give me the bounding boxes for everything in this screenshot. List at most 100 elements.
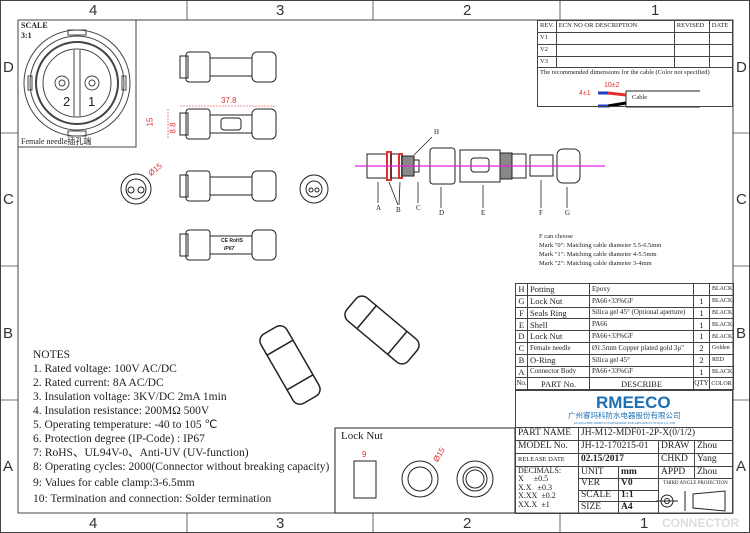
exploded-view bbox=[355, 136, 605, 208]
parts-cell-part: Lock Nut bbox=[527, 330, 590, 343]
parts-cell-part: Female needle bbox=[527, 341, 590, 355]
part-label-d: D bbox=[439, 209, 445, 217]
note-item: 1. Rated voltage: 100V AC/DC bbox=[33, 363, 177, 375]
parts-cell-part: Connector Body bbox=[527, 365, 590, 379]
column-label: 4 bbox=[89, 515, 98, 532]
decimals-line: X ±0.5 bbox=[518, 474, 549, 484]
company-name-en: GUANGZHOU RMEECO WATERPROOF AND APPLIANC… bbox=[574, 421, 676, 425]
parts-cell-part: Shell bbox=[527, 318, 590, 332]
parts-cell-no: F bbox=[515, 306, 528, 320]
note-item: 6. Protection degree (IP-Code) : IP67 bbox=[33, 433, 205, 445]
size-label: SIZE bbox=[578, 501, 619, 515]
parts-cell-color: BLACK bbox=[709, 294, 734, 308]
parts-cell-color: Golden bbox=[709, 341, 734, 355]
column-label: 4 bbox=[89, 2, 98, 19]
unit-value: mm bbox=[618, 466, 659, 479]
part-name-value: JH-M12-MDF01-2P-X(0/1/2) bbox=[578, 427, 733, 441]
parts-cell-qty: 1 bbox=[693, 294, 710, 308]
parts-cell-no: A bbox=[515, 365, 528, 379]
parts-cell-qty: 1 bbox=[693, 330, 710, 343]
watermark: CONNECTOR bbox=[662, 516, 740, 530]
part-label-a: A bbox=[376, 204, 382, 212]
scale-value: 1:1 bbox=[618, 489, 659, 503]
row-label: C bbox=[3, 191, 14, 208]
column-label: 2 bbox=[463, 515, 472, 532]
parts-cell-color: RED bbox=[709, 353, 734, 367]
parts-cell-qty: 2 bbox=[693, 353, 710, 367]
parts-cell-desc: PA66+33%GF bbox=[589, 330, 694, 343]
parts-cell-part: Potting bbox=[527, 283, 590, 296]
rev-row: V1 bbox=[537, 32, 557, 45]
row-label: C bbox=[736, 191, 747, 208]
company-logo-block: RMEECO 广州睿玛科防水电器股份有限公司 GUANGZHOU RMEECO … bbox=[515, 390, 733, 428]
cable-label: Cable bbox=[632, 94, 648, 101]
size-value: A4 bbox=[618, 501, 659, 515]
note-item: 8: Operating cycles: 2000(Connector with… bbox=[33, 461, 330, 473]
diameter-dimension: 15 bbox=[145, 117, 155, 127]
parts-cell-no: C bbox=[515, 341, 528, 355]
draw-value: Zhou bbox=[694, 440, 733, 454]
projection-label: THIRD ANGLE PROJECTION bbox=[658, 477, 733, 515]
parts-cell-no: G bbox=[515, 294, 528, 308]
column-label: 1 bbox=[640, 515, 649, 532]
parts-cell-qty bbox=[693, 283, 710, 296]
parts-cell-qty: 1 bbox=[693, 318, 710, 332]
model-value: JH-12-170215-01 bbox=[578, 440, 659, 454]
parts-cell-qty: 1 bbox=[693, 306, 710, 320]
row-label: D bbox=[736, 59, 747, 76]
parts-cell-desc: PA66 bbox=[589, 318, 694, 332]
scale-value: 3:1 bbox=[21, 31, 32, 40]
parts-cell-part: O-Ring bbox=[527, 353, 590, 367]
column-label: 2 bbox=[463, 2, 472, 19]
lock-nut-title: Lock Nut bbox=[341, 430, 383, 442]
part-label-g: G bbox=[565, 209, 571, 217]
column-label: 3 bbox=[276, 2, 285, 19]
ver-label: VER bbox=[578, 477, 619, 491]
cable-strip-dim: 4±1 bbox=[579, 90, 591, 97]
connector-side-views bbox=[120, 51, 329, 261]
parts-cell-color: BLACK bbox=[709, 306, 734, 320]
column-label: 3 bbox=[276, 515, 285, 532]
note-item: 3. Insulation voltage: 3KV/DC 2mA 1min bbox=[33, 391, 227, 403]
parts-cell-desc: PA66+33%GF bbox=[589, 365, 694, 379]
row-label: D bbox=[3, 59, 14, 76]
parts-cell-color: BLACK bbox=[709, 283, 734, 296]
ver-value: V0 bbox=[618, 477, 659, 491]
chkd-label: CHKD bbox=[658, 453, 695, 467]
cable-note: The recommended dimensions for the cable… bbox=[537, 67, 733, 108]
part-name-label: PART NAME bbox=[515, 427, 579, 441]
note-item: 7: RoHS、UL94V-0、Anti-UV (UV-function) bbox=[33, 447, 249, 459]
parts-cell-desc: Epoxy bbox=[589, 283, 694, 296]
parts-cell-desc: Silica gel 45° (Optional aperture) bbox=[589, 306, 694, 320]
parts-header-qty: QTY bbox=[693, 377, 710, 391]
rev-row: V3 bbox=[537, 55, 557, 69]
column-label: 1 bbox=[651, 2, 660, 19]
row-label: A bbox=[736, 458, 747, 475]
rev-row: V2 bbox=[537, 43, 557, 57]
female-face-view bbox=[17, 19, 137, 148]
parts-header-no: No. bbox=[515, 377, 528, 391]
f-note-title: F can choose bbox=[539, 233, 573, 240]
decimals-line: X.XX ±0.2 bbox=[518, 491, 556, 501]
parts-cell-part: Seals Ring bbox=[527, 306, 590, 320]
decimals-line: DECIMALS: bbox=[518, 466, 562, 475]
lock-nut-width-dim: 9 bbox=[362, 450, 367, 459]
model-label: MODEL No. bbox=[515, 440, 579, 454]
parts-cell-no: D bbox=[515, 330, 528, 343]
parts-cell-color: BLACK bbox=[709, 318, 734, 332]
note-item: 2. Rated current: 8A AC/DC bbox=[33, 377, 164, 389]
parts-cell-color: BLACK bbox=[709, 330, 734, 343]
parts-cell-desc: Silica gel 45° bbox=[589, 353, 694, 367]
f-note-line: Mark "0": Matching cable diameter 5.5-6.… bbox=[539, 242, 662, 249]
row-label: B bbox=[3, 325, 14, 342]
decimals-line: XX.X ±1 bbox=[518, 499, 550, 509]
connector-3d-sketches bbox=[259, 295, 420, 405]
